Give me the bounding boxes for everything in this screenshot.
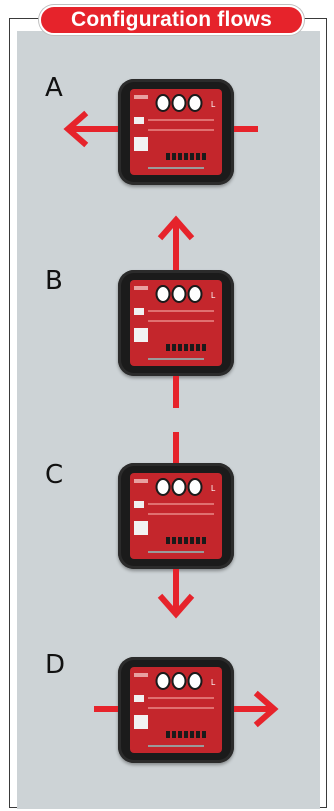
totalizer-digit [184, 731, 188, 738]
meter-serial-line [148, 167, 204, 169]
meter-logo-plate [134, 137, 148, 151]
totalizer-digit [202, 537, 206, 544]
counter-digit [187, 285, 203, 303]
flow-meter-c: L [118, 463, 234, 569]
meter-counter [155, 94, 203, 112]
totalizer-digit [166, 731, 170, 738]
counter-digit [171, 672, 187, 690]
totalizer-digit [190, 537, 194, 544]
meter-brand-mark [134, 286, 148, 290]
outlet-arrow-b-head [157, 215, 195, 241]
meter-face-c: L [130, 473, 222, 559]
totalizer-digit [190, 731, 194, 738]
meter-totalizer [166, 537, 206, 544]
totalizer-digit [202, 344, 206, 351]
totalizer-digit [172, 537, 176, 544]
counter-digit [171, 94, 187, 112]
meter-brand-mark [134, 673, 148, 677]
meter-counter [155, 285, 203, 303]
meter-totalizer [166, 153, 206, 160]
totalizer-digit [172, 153, 176, 160]
totalizer-digit [166, 344, 170, 351]
totalizer-digit [178, 537, 182, 544]
config-label-a: A [45, 73, 63, 103]
totalizer-digit [184, 153, 188, 160]
totalizer-digit [196, 153, 200, 160]
meter-counter [155, 478, 203, 496]
counter-digit [155, 478, 171, 496]
outlet-arrow-c-head [157, 593, 195, 619]
meter-logo-plate [134, 328, 148, 342]
counter-digit [171, 478, 187, 496]
counter-digit [187, 672, 203, 690]
meter-counter [155, 672, 203, 690]
totalizer-digit [202, 153, 206, 160]
meter-label-plate [134, 117, 144, 124]
counter-unit: L [211, 291, 216, 300]
config-label-c: C [45, 460, 64, 490]
totalizer-digit [184, 537, 188, 544]
meter-scale-line [148, 129, 214, 131]
totalizer-digit [178, 344, 182, 351]
totalizer-digit [172, 731, 176, 738]
counter-unit: L [211, 100, 216, 109]
meter-serial-line [148, 745, 204, 747]
meter-face-d: L [130, 667, 222, 753]
meter-face-a: L [130, 89, 222, 175]
counter-unit: L [211, 678, 216, 687]
totalizer-digit [196, 344, 200, 351]
meter-label-plate [134, 695, 144, 702]
meter-scale-line [148, 320, 214, 322]
meter-logo-plate [134, 521, 148, 535]
totalizer-digit [172, 344, 176, 351]
meter-label-plate [134, 501, 144, 508]
totalizer-digit [190, 153, 194, 160]
config-label-d: D [45, 650, 66, 680]
totalizer-digit [184, 344, 188, 351]
outlet-arrow-a-head [63, 110, 89, 148]
totalizer-digit [202, 731, 206, 738]
meter-logo-plate [134, 715, 148, 729]
counter-unit: L [211, 484, 216, 493]
counter-digit [155, 285, 171, 303]
flow-meter-a: L [118, 79, 234, 185]
meter-totalizer [166, 731, 206, 738]
meter-serial-line [148, 551, 204, 553]
meter-face-b: L [130, 280, 222, 366]
meter-scale-line [148, 697, 214, 699]
meter-label-plate [134, 308, 144, 315]
meter-scale-line [148, 707, 214, 709]
counter-digit [155, 672, 171, 690]
title-badge: Configuration flows [39, 5, 304, 35]
meter-totalizer [166, 344, 206, 351]
meter-scale-line [148, 503, 214, 505]
counter-digit [187, 478, 203, 496]
totalizer-digit [166, 153, 170, 160]
flow-meter-b: L [118, 270, 234, 376]
flow-meter-d: L [118, 657, 234, 763]
meter-brand-mark [134, 95, 148, 99]
totalizer-digit [196, 731, 200, 738]
outlet-arrow-d-head [253, 690, 279, 728]
meter-brand-mark [134, 479, 148, 483]
totalizer-digit [190, 344, 194, 351]
meter-serial-line [148, 358, 204, 360]
diagram-title: Configuration flows [71, 8, 272, 31]
totalizer-digit [178, 731, 182, 738]
totalizer-digit [196, 537, 200, 544]
totalizer-digit [178, 153, 182, 160]
meter-scale-line [148, 310, 214, 312]
config-label-b: B [45, 266, 63, 296]
meter-scale-line [148, 513, 214, 515]
counter-digit [187, 94, 203, 112]
counter-digit [155, 94, 171, 112]
meter-scale-line [148, 119, 214, 121]
counter-digit [171, 285, 187, 303]
totalizer-digit [166, 537, 170, 544]
